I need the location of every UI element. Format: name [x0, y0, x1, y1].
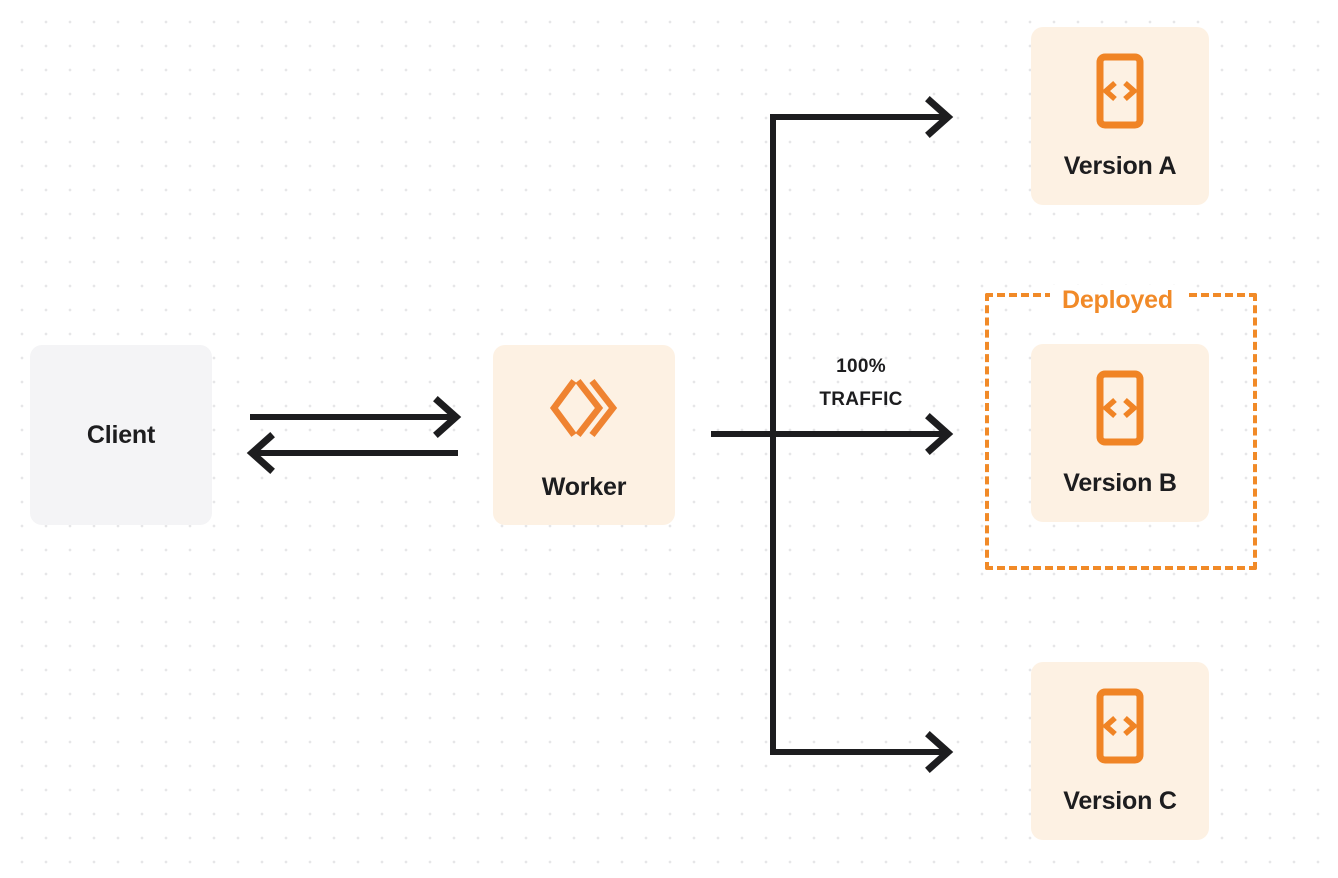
- node-version-b-label: Version B: [1063, 469, 1177, 497]
- node-version-a-label: Version A: [1063, 152, 1177, 180]
- node-client[interactable]: Client: [30, 345, 212, 525]
- trunk-to-version-a-arrowhead: [925, 96, 954, 138]
- worker-to-client-arrowhead: [246, 432, 275, 474]
- traffic-annotation: 100% TRAFFIC: [786, 350, 936, 416]
- node-version-a[interactable]: Version A: [1031, 27, 1209, 205]
- node-version-b[interactable]: Version B: [1031, 344, 1209, 522]
- traffic-word-label: TRAFFIC: [819, 389, 903, 410]
- node-worker[interactable]: Worker: [493, 345, 675, 525]
- trunk-to-version-c-arrowhead: [925, 731, 954, 773]
- code-document-icon: [1089, 51, 1151, 136]
- code-document-icon: [1089, 368, 1151, 453]
- node-worker-label: Worker: [541, 473, 627, 501]
- node-version-c[interactable]: Version C: [1031, 662, 1209, 840]
- code-document-icon: [1089, 686, 1151, 771]
- worker-to-version-b-arrowhead: [925, 413, 954, 455]
- client-to-worker-arrowhead: [433, 396, 462, 438]
- node-client-label: Client: [86, 420, 156, 449]
- node-version-c-label: Version C: [1063, 787, 1177, 815]
- deployed-badge-label: Deployed: [1050, 285, 1185, 315]
- traffic-percent-value: 100%: [836, 356, 886, 377]
- workers-logo-icon: [544, 368, 624, 453]
